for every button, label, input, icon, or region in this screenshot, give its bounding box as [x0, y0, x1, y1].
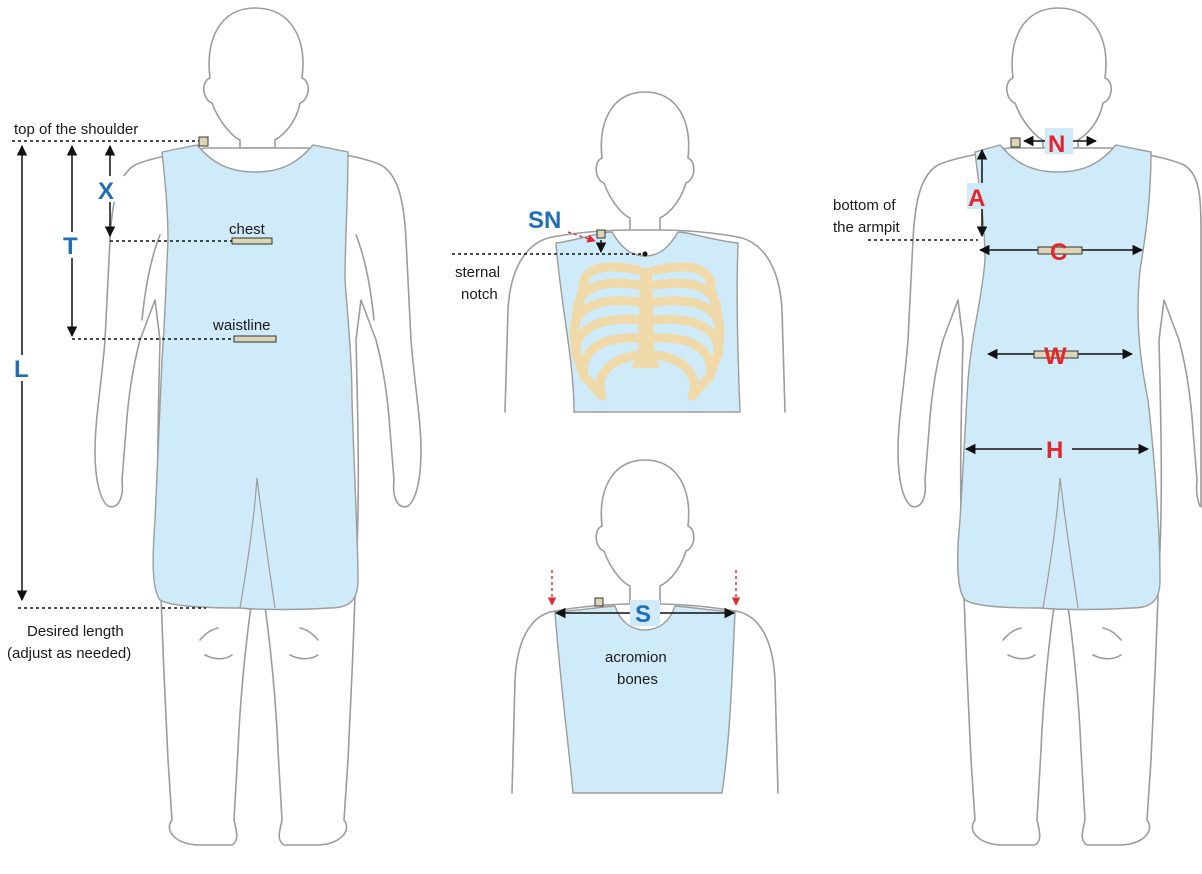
n-shoulder-marker	[1011, 138, 1020, 147]
bones-label: bones	[617, 671, 658, 688]
l-measure-label: L	[14, 356, 29, 383]
n-measure-label: N	[1048, 131, 1065, 158]
sternal-notch-point	[643, 252, 648, 257]
the-armpit-label: the armpit	[833, 219, 901, 236]
s-measure-label: S	[635, 601, 651, 628]
notch-label: notch	[461, 286, 498, 303]
acromion-label: acromion	[605, 649, 667, 666]
left-figure: top of the shoulder chest waistline Desi…	[7, 8, 421, 845]
sternal-label: sternal	[455, 264, 500, 281]
desired-length-label: Desired length	[27, 623, 124, 640]
a-measure-label: A	[968, 185, 985, 212]
w-measure-label: W	[1044, 343, 1067, 370]
middle-bottom-figure: S acromion bones	[512, 460, 778, 793]
s-shoulder-marker	[595, 598, 603, 606]
waist-marker	[234, 336, 276, 342]
middle-top-figure: SN sternal notch	[452, 92, 785, 412]
t-measure-label: T	[63, 233, 78, 260]
x-measure-label: X	[98, 178, 114, 205]
chest-marker	[232, 238, 272, 244]
top-of-shoulder-label: top of the shoulder	[14, 121, 138, 138]
right-figure: N A bottom of the armpit C W H	[833, 8, 1201, 845]
h-measure-label: H	[1046, 437, 1063, 464]
sn-measure-label: SN	[528, 207, 561, 234]
bottom-of-label: bottom of	[833, 197, 896, 214]
adjust-as-needed-label: (adjust as needed)	[7, 645, 131, 662]
waistline-label: waistline	[212, 317, 271, 334]
chest-label: chest	[229, 221, 266, 238]
c-measure-label: C	[1050, 239, 1067, 266]
sn-shoulder-marker	[597, 230, 605, 238]
shoulder-marker	[199, 137, 208, 146]
